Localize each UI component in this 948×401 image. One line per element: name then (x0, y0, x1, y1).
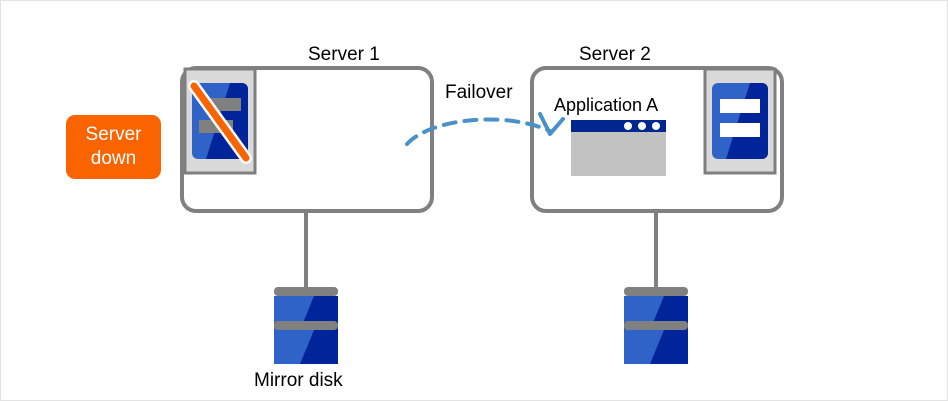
failover-arrow (405, 112, 565, 146)
server2-bar-bottom (720, 123, 760, 137)
server2-rack-icon (703, 67, 777, 175)
server1-title: Server 1 (308, 44, 380, 65)
server2-bar-top (720, 99, 760, 113)
failover-label: Failover (445, 82, 513, 103)
status-badge-line1: Server (85, 124, 142, 146)
application-window-icon (571, 120, 666, 176)
window-dot-3 (652, 122, 660, 130)
window-dot-2 (638, 122, 646, 130)
status-badge-line2: down (90, 148, 137, 169)
failover-arrowhead (538, 112, 565, 136)
status-badge-server-down: Server down (66, 115, 161, 179)
server2-title: Server 2 (579, 44, 651, 65)
disk-stack-server1 (274, 287, 338, 364)
server1-rack-icon (183, 67, 257, 175)
disk-stack-server2 (624, 287, 688, 364)
window-dot-1 (624, 122, 632, 130)
mirror-disk-label: Mirror disk (254, 370, 343, 391)
application-label: Application A (554, 95, 659, 115)
